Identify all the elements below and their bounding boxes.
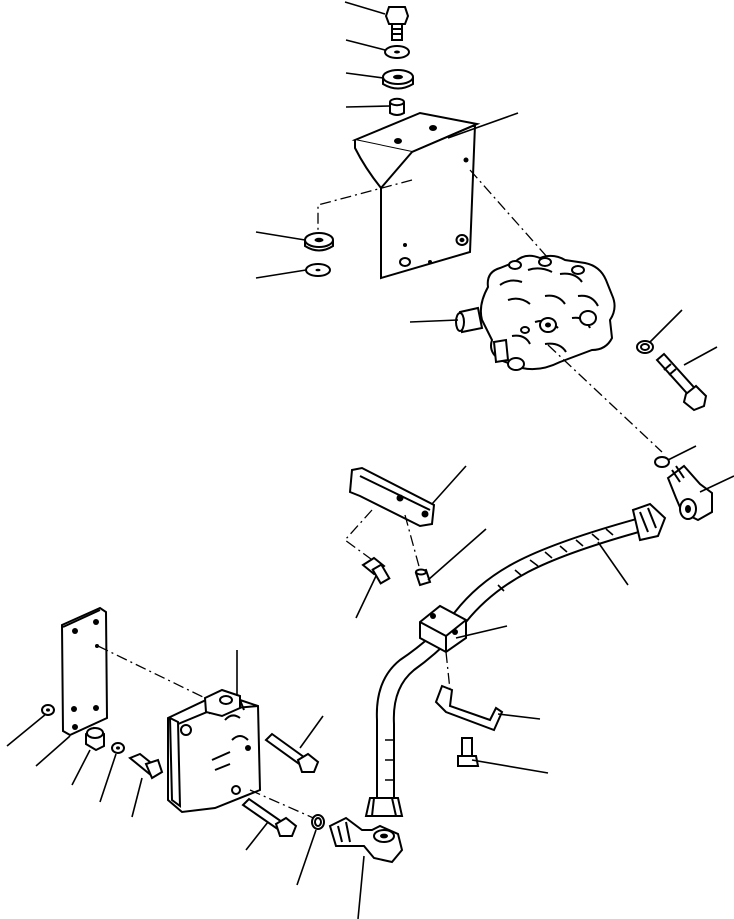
lower-clamp-bracket	[434, 684, 504, 732]
top-bolt	[384, 6, 410, 41]
lower-elbow-fitting	[328, 816, 404, 864]
clamp-bolt-upper	[361, 556, 391, 585]
clamp-pin	[414, 568, 432, 587]
plate-alignment-line	[97, 645, 206, 699]
top-flat-washer	[384, 45, 410, 59]
lower-flat-washer	[111, 742, 125, 754]
top-collar	[389, 97, 405, 116]
lower-mounting-plate	[60, 606, 109, 737]
clamp-alignment-line-1	[344, 509, 376, 563]
lower-washer-small	[41, 704, 55, 716]
clamp-alignment-line-2	[404, 514, 421, 571]
bracket-rubber-washer	[304, 232, 334, 252]
port-alignment-line	[547, 344, 663, 453]
lower-clamp-alignment	[445, 651, 451, 691]
lower-valve-bolt-lower	[241, 797, 298, 837]
lower-rubber-mount	[85, 726, 105, 752]
lower-port-alignment	[249, 789, 319, 821]
upper-control-valve	[455, 254, 616, 371]
hydraulic-hose	[364, 502, 667, 817]
elbow-o-ring	[654, 456, 670, 468]
hose-clamp-block	[419, 604, 467, 654]
clamp-bolt-lower	[457, 737, 480, 767]
upper-mounting-bracket	[351, 111, 481, 280]
valve-alignment-line	[469, 169, 549, 259]
washer-alignment-line	[317, 179, 413, 232]
valve-mounting-bolt	[655, 352, 708, 412]
top-rubber-washer	[382, 69, 414, 90]
lower-o-ring	[311, 814, 325, 830]
lower-valve-bolt-upper	[264, 732, 320, 773]
lower-mount-bolt	[128, 752, 164, 780]
upper-clamp-bracket	[348, 466, 436, 528]
upper-elbow-fitting	[666, 464, 713, 522]
valve-o-ring	[636, 340, 654, 354]
leader-lines	[6, 1, 734, 919]
lower-control-valve	[167, 688, 262, 814]
bracket-flat-washer	[305, 263, 331, 277]
